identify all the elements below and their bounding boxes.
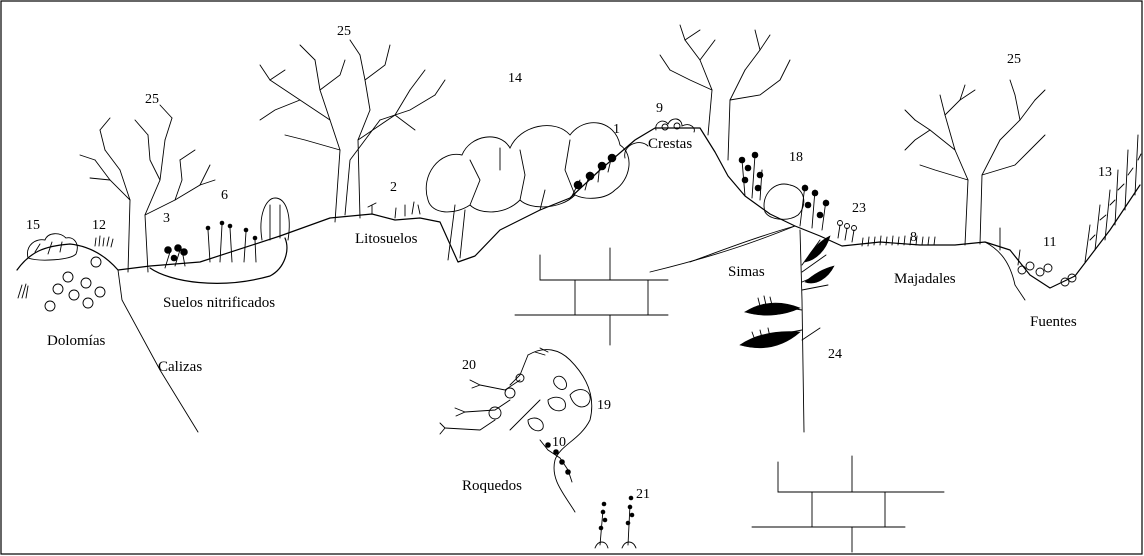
rock-formation [510, 350, 592, 512]
label-calizas: Calizas [158, 359, 202, 375]
species-number-10: 10 [552, 435, 566, 450]
plant-21 [595, 496, 636, 548]
tree-25-left [80, 105, 215, 272]
species-number-21: 21 [636, 487, 650, 502]
species-number-14: 14 [508, 71, 522, 86]
terrain-profile [17, 128, 1140, 288]
species-number-25-center: 25 [337, 24, 351, 39]
plant-11 [1000, 228, 1076, 286]
fountain-slope [985, 242, 1025, 300]
species-number-3: 3 [163, 211, 170, 226]
plant-1 [572, 143, 648, 196]
tree-25-right [905, 80, 1045, 245]
dolomite-circles [45, 257, 105, 311]
label-suelos-nitrificados: Suelos nitrificados [163, 295, 275, 311]
nitrified-soil-basin [150, 238, 287, 283]
label-fuentes: Fuentes [1030, 314, 1077, 330]
species-number-25-right: 25 [1007, 52, 1021, 67]
species-number-12: 12 [92, 218, 106, 233]
species-number-11: 11 [1043, 235, 1056, 250]
plant-24-leaves [740, 236, 834, 348]
plant-9 [656, 119, 695, 132]
label-crestas: Crestas [648, 136, 692, 152]
plant-18 [739, 152, 829, 230]
plant-24 [745, 230, 830, 432]
species-number-6: 6 [221, 188, 228, 203]
species-number-19: 19 [597, 398, 611, 413]
species-number-1: 1 [613, 122, 620, 137]
shrub-14 [426, 123, 629, 260]
species-number-24: 24 [828, 347, 842, 362]
tree-25-center [260, 40, 445, 222]
bedrock-blocks-center [515, 248, 668, 345]
label-roquedos: Roquedos [462, 478, 522, 494]
species-number-8: 8 [910, 230, 917, 245]
plant-20 [440, 348, 548, 434]
plant-15 [18, 234, 77, 298]
plant-6 [206, 198, 289, 262]
species-number-13: 13 [1098, 165, 1112, 180]
label-simas: Simas [728, 264, 765, 280]
label-dolomias: Dolomías [47, 333, 105, 349]
species-number-23: 23 [852, 201, 866, 216]
sima-crevice-2 [690, 226, 795, 262]
species-number-2: 2 [390, 180, 397, 195]
label-litosuelos: Litosuelos [355, 231, 418, 247]
plant-12 [95, 236, 113, 247]
species-number-20: 20 [462, 358, 476, 373]
bedrock-blocks-right [752, 456, 944, 552]
species-number-18: 18 [789, 150, 803, 165]
species-number-15: 15 [26, 218, 40, 233]
label-majadales: Majadales [894, 271, 956, 287]
plant-23 [838, 221, 857, 243]
plant-13 [1085, 135, 1141, 262]
species-number-9: 9 [656, 101, 663, 116]
species-number-25-left: 25 [145, 92, 159, 107]
